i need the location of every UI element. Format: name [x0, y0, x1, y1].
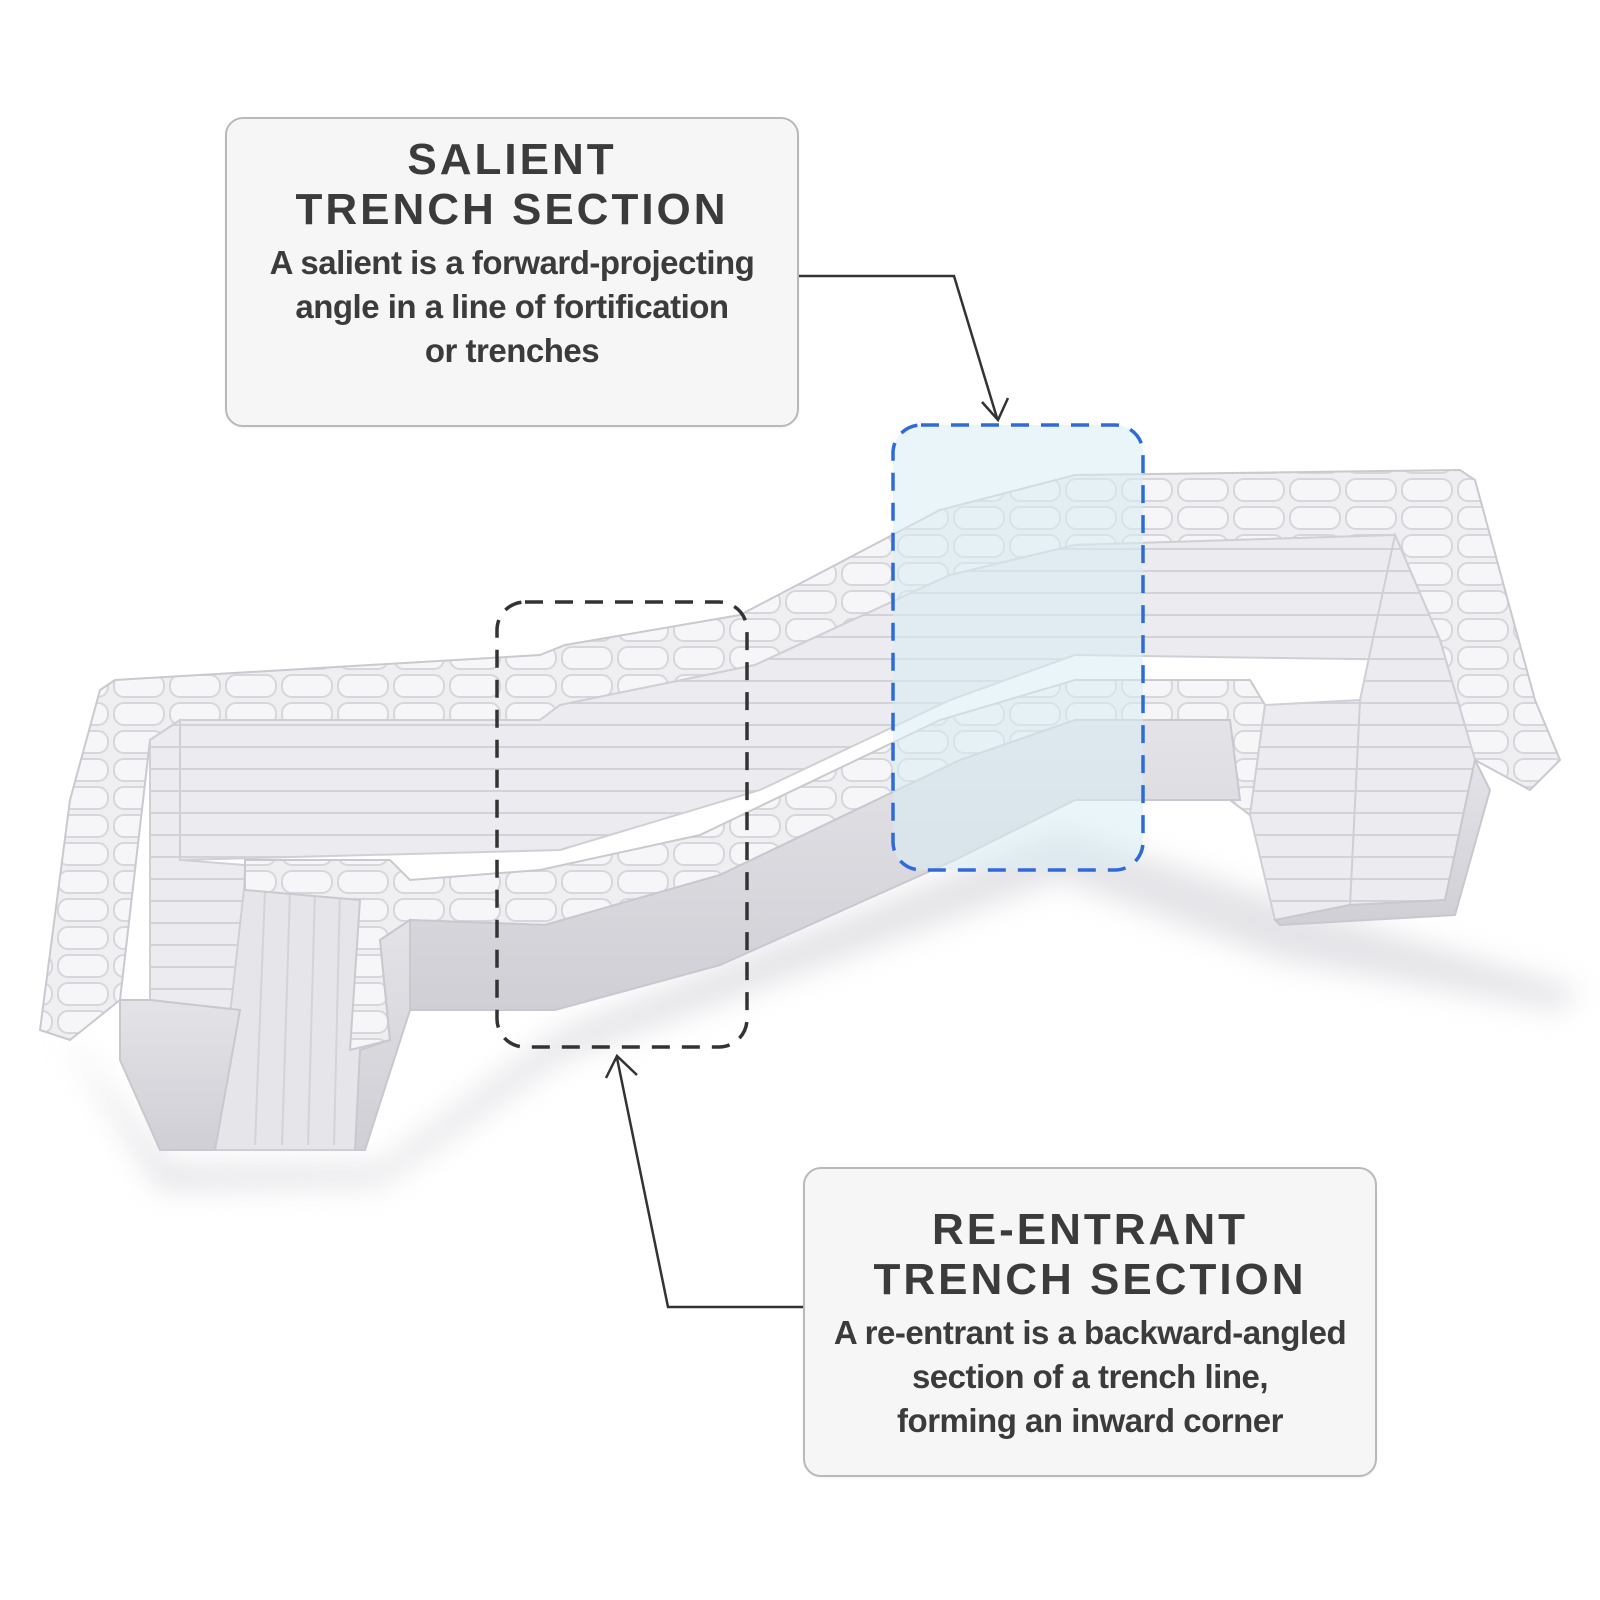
salient-body-line3: or trenches: [424, 332, 600, 369]
reentrant-highlight-box: [495, 600, 749, 1049]
reentrant-heading-line2: TRENCH SECTION: [873, 1255, 1307, 1304]
reentrant-body-line3: forming an inward corner: [897, 1402, 1283, 1439]
salient-description: A salient is a forward-projecting angle …: [227, 241, 797, 373]
reentrant-description: A re-entrant is a backward-angled sectio…: [805, 1311, 1375, 1443]
model-shadow: [60, 830, 1580, 1190]
salient-heading-line2: TRENCH SECTION: [295, 185, 729, 234]
left-leg-block: [119, 999, 242, 1151]
reentrant-body-line2: section of a trench line,: [911, 1358, 1269, 1395]
salient-body-line1: A salient is a forward-projecting: [269, 244, 755, 281]
reentrant-callout: RE-ENTRANT TRENCH SECTION A re-entrant i…: [803, 1167, 1377, 1477]
salient-heading-line1: SALIENT: [407, 135, 617, 184]
salient-callout: SALIENT TRENCH SECTION A salient is a fo…: [225, 117, 799, 427]
salient-leader-line: [799, 274, 1010, 423]
salient-body-line2: angle in a line of fortification: [295, 288, 729, 325]
reentrant-heading-line1: RE-ENTRANT: [932, 1205, 1248, 1254]
reentrant-leader-line: [604, 1053, 803, 1309]
trench-model: [38, 468, 1562, 1151]
salient-highlight-box: [891, 423, 1145, 872]
reentrant-body-line1: A re-entrant is a backward-angled: [833, 1314, 1347, 1351]
right-leg-block: [1248, 698, 1362, 922]
